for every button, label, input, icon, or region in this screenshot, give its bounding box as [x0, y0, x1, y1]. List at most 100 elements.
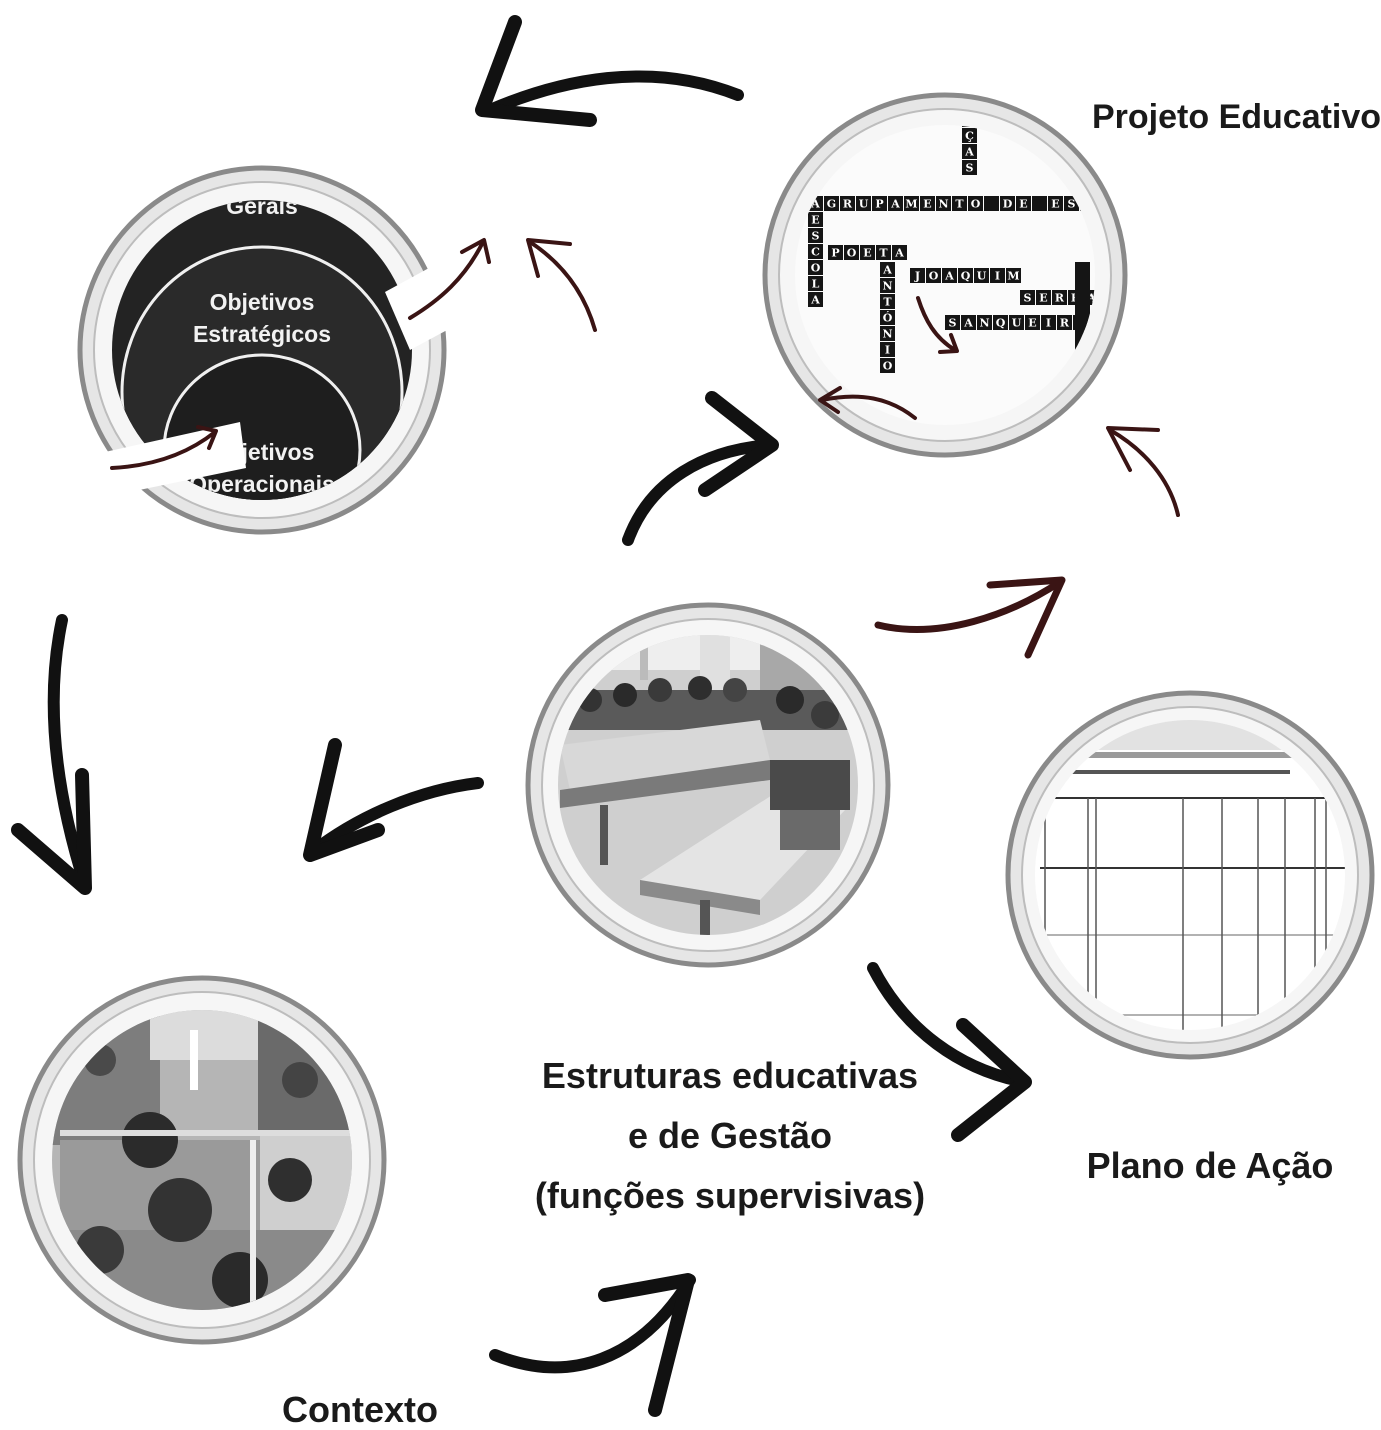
crossword-down-2-cell	[880, 294, 895, 309]
small-arrowhead-crossword-left	[818, 386, 842, 414]
crossword-across-1-letter: P	[831, 247, 839, 260]
crossword-across-0-letter: S	[1068, 198, 1076, 211]
objetivos-circle: Objetivos Gerais Objetivos Estratégicos …	[77, 165, 491, 535]
crossword-across-2-cell	[1006, 268, 1021, 283]
cycle-arrows	[11, 15, 1032, 1417]
arrow-left	[47, 614, 91, 891]
small-arrow-crossword	[916, 296, 957, 352]
crossword-down-0-cell	[962, 80, 977, 95]
objetivos-estrategicos-line2: Estratégicos	[193, 321, 331, 347]
crossword-across-1-cell	[860, 245, 875, 260]
crossword-across-3-letter: A	[1086, 292, 1096, 305]
estruturas-circle	[525, 602, 891, 968]
crossword-across-0-letter: U	[859, 198, 869, 211]
crossword-down-1-cell	[808, 276, 823, 291]
crossword-down-0-letter: S	[966, 162, 974, 175]
crossword-down-1-cell	[808, 292, 823, 307]
caption-estruturas-line1: Estruturas educativas	[542, 1055, 918, 1096]
crossword-down-2-letter: Ó	[883, 311, 893, 325]
contexto-circle	[17, 975, 387, 1345]
small-arrowhead-crossword	[938, 333, 959, 354]
crossword-across-0-cell	[936, 196, 951, 211]
objetivos-gerais-line2: Gerais	[226, 193, 298, 219]
crossword-down-2-cell	[880, 342, 895, 357]
crossword-across-0-cell	[920, 196, 935, 211]
crossword-down-2-letter: T	[883, 296, 892, 309]
small-arrow-objetivos-up	[408, 240, 485, 320]
crossword-across-4-cell	[945, 315, 960, 330]
arrowhead-plano-to-projeto-small	[1106, 426, 1160, 472]
crossword-across-1-cell	[828, 245, 843, 260]
arrowhead-bottom	[598, 1273, 695, 1417]
crossword-across-2-cell	[958, 268, 973, 283]
crossword-across-2-letter: I	[995, 270, 1000, 283]
crossword-across-0-cell	[856, 196, 871, 211]
crossword-down-2-letter: A	[882, 264, 892, 277]
crossword-across-0-cell	[824, 196, 839, 211]
arrow-top	[484, 70, 744, 116]
crossword-down-2-cell	[880, 278, 895, 293]
white-patch	[385, 262, 462, 350]
caption-projeto-educativo: Projeto Educativo	[1092, 98, 1381, 136]
crossword-across-0-cell	[1032, 196, 1047, 211]
crossword-across-4-cell	[977, 315, 992, 330]
arrowhead-left	[11, 768, 92, 895]
caption-estruturas-line3: (funções supervisivas)	[535, 1175, 925, 1216]
crossword-down-1-letter: A	[810, 294, 820, 307]
arrow-plano-to-projeto-small	[1108, 428, 1180, 517]
crossword-across-0-letter: N	[938, 198, 948, 211]
crossword-across-4-cell	[1025, 315, 1040, 330]
crossword-across-1-letter: T	[879, 247, 888, 260]
crossword-across-0-letter: R	[843, 198, 853, 211]
crossword-down-2-cell	[880, 262, 895, 277]
crossword-across-0-cell	[952, 196, 967, 211]
small-arrowhead-objetivos	[196, 425, 218, 450]
crossword-across-0-letter: E	[923, 198, 931, 211]
crossword-across-0-cell	[1000, 196, 1015, 211]
crossword-across-0-letter: P	[875, 198, 883, 211]
caption-contexto: Contexto	[282, 1389, 438, 1430]
crossword-across-4-letter: U	[1012, 317, 1022, 330]
objetivos-estrategicos-line1: Objetivos	[210, 289, 315, 315]
crossword-across-4-cell	[1057, 315, 1072, 330]
crossword-across-0-letter: T	[955, 198, 964, 211]
crossword-across-2-cell	[974, 268, 989, 283]
arrowhead-center-right	[951, 1018, 1032, 1142]
crossword-across-0-cell	[872, 196, 887, 211]
crossword-down-0-cell	[962, 144, 977, 159]
crossword-down-2-letter: I	[885, 344, 890, 357]
crossword-across-4-letter: N	[979, 317, 989, 330]
crossword-down-0-letter: A	[964, 146, 974, 159]
small-arrow-objetivos	[110, 430, 217, 470]
crossword-across-2-letter: M	[1007, 270, 1019, 283]
crossword-across-4-cell	[961, 315, 976, 330]
crossword-across-2-cell	[926, 268, 941, 283]
arrowhead-estruturas-to-projeto	[986, 576, 1066, 659]
crossword-across-0-cell	[1016, 196, 1031, 211]
crossword-across-0-cell	[904, 196, 919, 211]
arrow-center-right	[867, 962, 1031, 1088]
crossword-down-1-letter: C	[811, 246, 820, 259]
crossword-across-0-letter: D	[1003, 198, 1013, 211]
crossword-across-3-letter: S	[1024, 292, 1032, 305]
crossword-across-4-cell	[1009, 315, 1024, 330]
crossword-across-4-letter: R	[1060, 317, 1070, 330]
crossword-down-0-letter: L	[966, 82, 974, 95]
crossword-across-0-letter: O	[971, 198, 981, 211]
crossword-down-2-letter: O	[883, 360, 893, 373]
crossword-down-1-letter: O	[811, 262, 821, 275]
crossword-across-0-cell	[840, 196, 855, 211]
crossword-down-1-cell	[808, 260, 823, 275]
small-arrow-crossword-left	[820, 394, 917, 420]
crossword-down-2-cell	[880, 358, 895, 373]
crossword-image: AGRUPAMENTODEESCOLAPOETAJOAQUIMSERRASANQ…	[808, 80, 1096, 373]
crossword-across-3-cell	[1036, 290, 1051, 305]
plano-de-acao-circle	[1005, 690, 1375, 1060]
arrow-center-up	[622, 439, 776, 546]
crossword-across-0-cell	[968, 196, 983, 211]
crossword-across-2-letter: A	[944, 270, 954, 283]
crossword-across-2-letter: J	[914, 270, 920, 283]
crossword-across-1-letter: E	[863, 247, 871, 260]
crossword-across-0-letter: A	[890, 198, 900, 211]
